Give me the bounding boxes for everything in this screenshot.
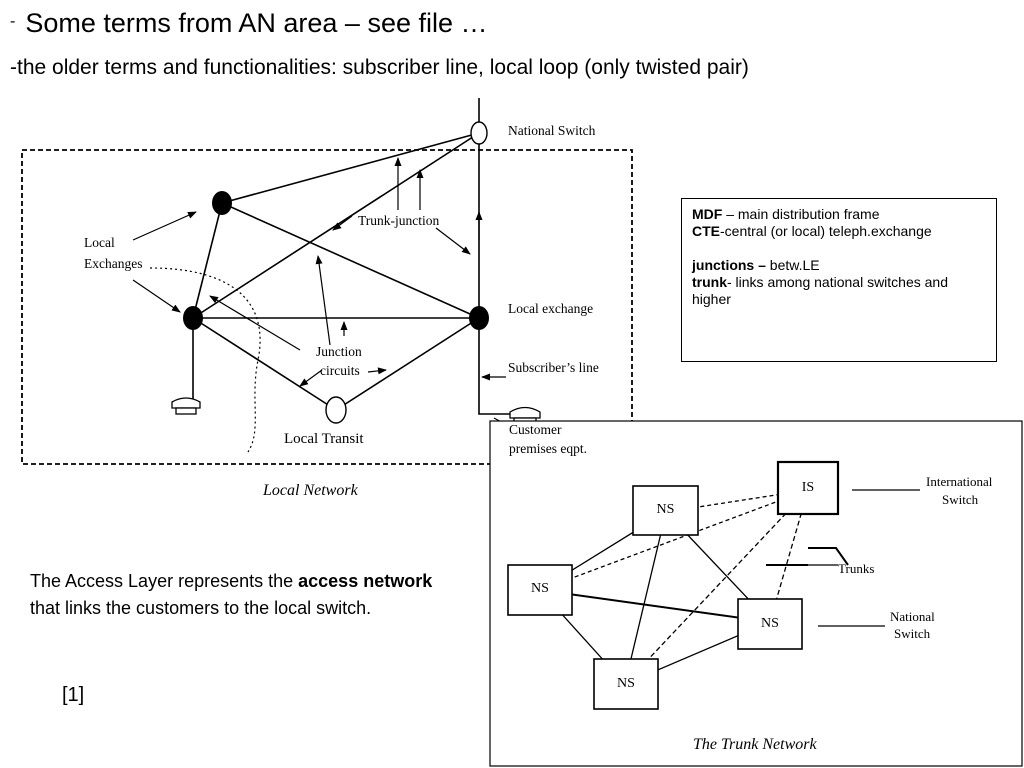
link-transit-le3 xyxy=(335,317,480,411)
link-le2-transit xyxy=(192,317,337,411)
local-network-diagram xyxy=(21,98,633,465)
ns-node-top xyxy=(632,485,699,536)
junction-circuits-label-line2: circuits xyxy=(320,363,360,378)
local-exchange-label: Local exchange xyxy=(508,301,594,316)
access-network-term: access network xyxy=(298,571,433,591)
cte-term: CTE xyxy=(692,223,720,239)
local-exchanges-label-line2: Exchanges xyxy=(84,256,143,271)
local-exchanges-label-line1: Local xyxy=(84,235,115,250)
national-switch-node xyxy=(470,121,488,145)
national-switch-label: National Switch xyxy=(508,123,596,138)
ns-node-bottom xyxy=(593,658,659,710)
trunk-link xyxy=(539,589,771,623)
national-switch-label-line2: Switch xyxy=(894,626,931,641)
ns-node-right-label: NS xyxy=(761,616,779,631)
definition-trunk: trunk- links among national switches and… xyxy=(692,274,986,308)
trunk-link xyxy=(539,489,809,591)
spacer xyxy=(692,240,986,257)
link-le1-ns xyxy=(221,132,480,204)
slide-title: -Some terms from AN area – see file … xyxy=(10,8,488,39)
definition-junctions: junctions – betw.LE xyxy=(692,257,986,274)
access-text-part1: The Access Layer represents the xyxy=(30,571,299,591)
junction-circuits-label-line1: Junction xyxy=(316,344,362,359)
ns-node-left-label: NS xyxy=(531,581,549,596)
trunks-legend-line xyxy=(808,547,849,566)
access-text-part2: that links the customers to the local sw… xyxy=(30,598,372,618)
reference-marker: [1] xyxy=(62,684,85,706)
cte-definition: -central (or local) teleph.exchange xyxy=(720,223,932,239)
local-exchange-node-top xyxy=(212,191,232,215)
arrow-local-exchanges-b xyxy=(132,279,181,313)
trunk-link xyxy=(624,511,667,685)
international-switch-label-line1: International xyxy=(926,474,993,489)
definitions-box: MDF – main distribution frame CTE-centra… xyxy=(681,198,997,362)
arrow-junction-2 xyxy=(315,255,331,346)
trunk-network-frame xyxy=(489,420,1023,767)
ns-node-bottom-label: NS xyxy=(617,676,635,691)
access-layer-paragraph: The Access Layer represents the access n… xyxy=(30,568,460,622)
definition-mdf: MDF – main distribution frame xyxy=(692,206,986,223)
access-boundary-curve xyxy=(149,267,261,453)
junctions-definition: betw.LE xyxy=(765,257,820,273)
arrow-junction-5 xyxy=(367,367,387,375)
trunk-definition: - links among national switches and high… xyxy=(692,274,949,307)
local-network-boundary xyxy=(21,149,633,465)
slide-subtitle: -the older terms and functionalities: su… xyxy=(10,56,749,79)
is-node xyxy=(776,460,840,516)
local-network-caption: Local Network xyxy=(263,482,358,499)
link-le1-le2 xyxy=(192,202,223,319)
trunks-label: Trunks xyxy=(838,561,875,576)
definition-cte: CTE-central (or local) teleph.exchange xyxy=(692,223,986,240)
trunk-network-caption: The Trunk Network xyxy=(693,736,817,753)
mdf-definition: – main distribution frame xyxy=(722,206,880,222)
local-exchange-node-left xyxy=(183,306,203,330)
local-transit-label: Local Transit xyxy=(284,431,364,447)
subscriber-line-right xyxy=(478,318,512,415)
title-bullet: - xyxy=(10,13,16,30)
trunk-term: trunk xyxy=(692,274,727,290)
mdf-term: MDF xyxy=(692,206,723,222)
telephone-icon xyxy=(171,397,201,415)
customer-label-line2: premises eqpt. xyxy=(509,441,587,456)
is-node-label: IS xyxy=(801,480,815,495)
international-switch-label-line2: Switch xyxy=(942,492,979,507)
arrow-trunk-4 xyxy=(332,215,353,231)
link-le1-le3 xyxy=(221,202,480,319)
local-transit-node xyxy=(325,396,347,424)
ns-node-right xyxy=(737,598,803,650)
arrow-local-exchanges-a xyxy=(132,211,197,241)
trunk-junction-label: Trunk-junction xyxy=(358,213,440,228)
arrow-junction-1 xyxy=(209,295,301,351)
ns-node-top-label: NS xyxy=(656,502,675,517)
arrow-junction-4 xyxy=(299,369,323,387)
customer-label-line1: Customer xyxy=(509,422,562,437)
national-switch-label-line1: National xyxy=(890,609,935,624)
trunk-link xyxy=(624,489,809,685)
arrow-trunk-3 xyxy=(435,227,471,255)
local-exchange-node-right xyxy=(469,306,489,330)
ns-node-left xyxy=(507,564,573,616)
title-text: Some terms from AN area – see file … xyxy=(25,8,488,38)
subscribers-line-label: Subscriber’s line xyxy=(508,360,599,375)
junctions-term: junctions – xyxy=(692,257,766,273)
